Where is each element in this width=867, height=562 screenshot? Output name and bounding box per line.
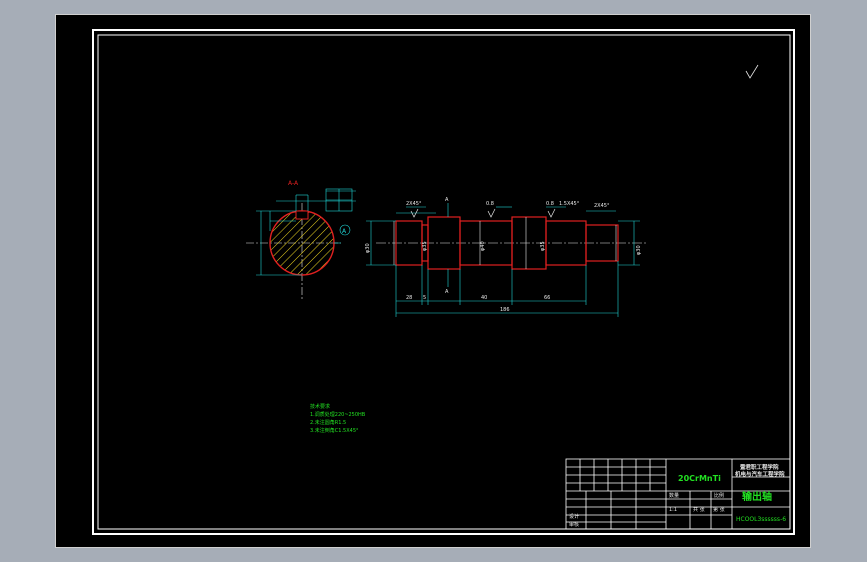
section-ref-bottom: A (445, 289, 449, 295)
section-label: A-A (288, 180, 299, 187)
shaft-view (366, 203, 646, 317)
chamfer-label-2: 0.8 (486, 201, 494, 207)
section-ref-top: A (445, 197, 449, 203)
chamfer-label-1: 2X45° (406, 201, 422, 207)
school-line-2: 机电与汽车工程学院 (734, 470, 785, 478)
tech-req-line-3: 3.未注倒角C1.5X45° (310, 427, 359, 434)
sheet-label-2: 第 张 (713, 506, 725, 513)
tech-req-title: 技术要求 (310, 403, 330, 410)
diameter-dim-3: φ40 (480, 241, 486, 251)
designer-label: 设计 (569, 513, 579, 520)
drawing-number: HCOOL3ssssss-6 (736, 516, 786, 523)
section-view (246, 188, 356, 299)
keyway (295, 210, 309, 220)
tech-req-line-1: 1.调质处理220~250HB (310, 411, 366, 418)
datum-label: A (342, 228, 347, 235)
roughness-symbol (745, 64, 759, 79)
diameter-dim-4: φ35 (540, 241, 546, 251)
chamfer-label-4: 1.5X45° (559, 201, 580, 207)
cad-viewport[interactable]: A-A A (55, 14, 811, 548)
title-block (565, 458, 791, 530)
length-dim-3: 40 (481, 295, 487, 301)
sheet-label: 共 张 (693, 506, 705, 513)
total-length-dim: 186 (500, 307, 510, 313)
chamfer-label-3: 0.8 (546, 201, 554, 207)
quantity-label: 数量 (669, 492, 679, 499)
outer-frame (92, 29, 795, 535)
school-line-1: 暨君职工程学院 (740, 463, 779, 471)
scale-value: 1:1 (669, 507, 677, 513)
scale-label: 比例 (714, 492, 724, 499)
drawing-sheet: A-A A (92, 29, 795, 535)
section-hatch (270, 211, 334, 275)
inner-frame (97, 34, 791, 530)
diameter-dim-2: φ35 (422, 241, 428, 251)
length-dim-2: 5 (423, 295, 426, 301)
part-name: 输出轴 (742, 490, 772, 503)
diameter-dim-1: φ30 (365, 243, 371, 253)
checker-label: 审核 (569, 521, 579, 528)
chamfer-label-5: 2X45° (594, 203, 610, 209)
diameter-dim-5: φ30 (636, 245, 642, 255)
tech-req-line-2: 2.未注圆角R1.5 (310, 419, 346, 426)
material-label: 20CrMnTi (678, 474, 721, 483)
length-dim-1: 28 (406, 295, 412, 301)
length-dim-4: 66 (544, 295, 550, 301)
